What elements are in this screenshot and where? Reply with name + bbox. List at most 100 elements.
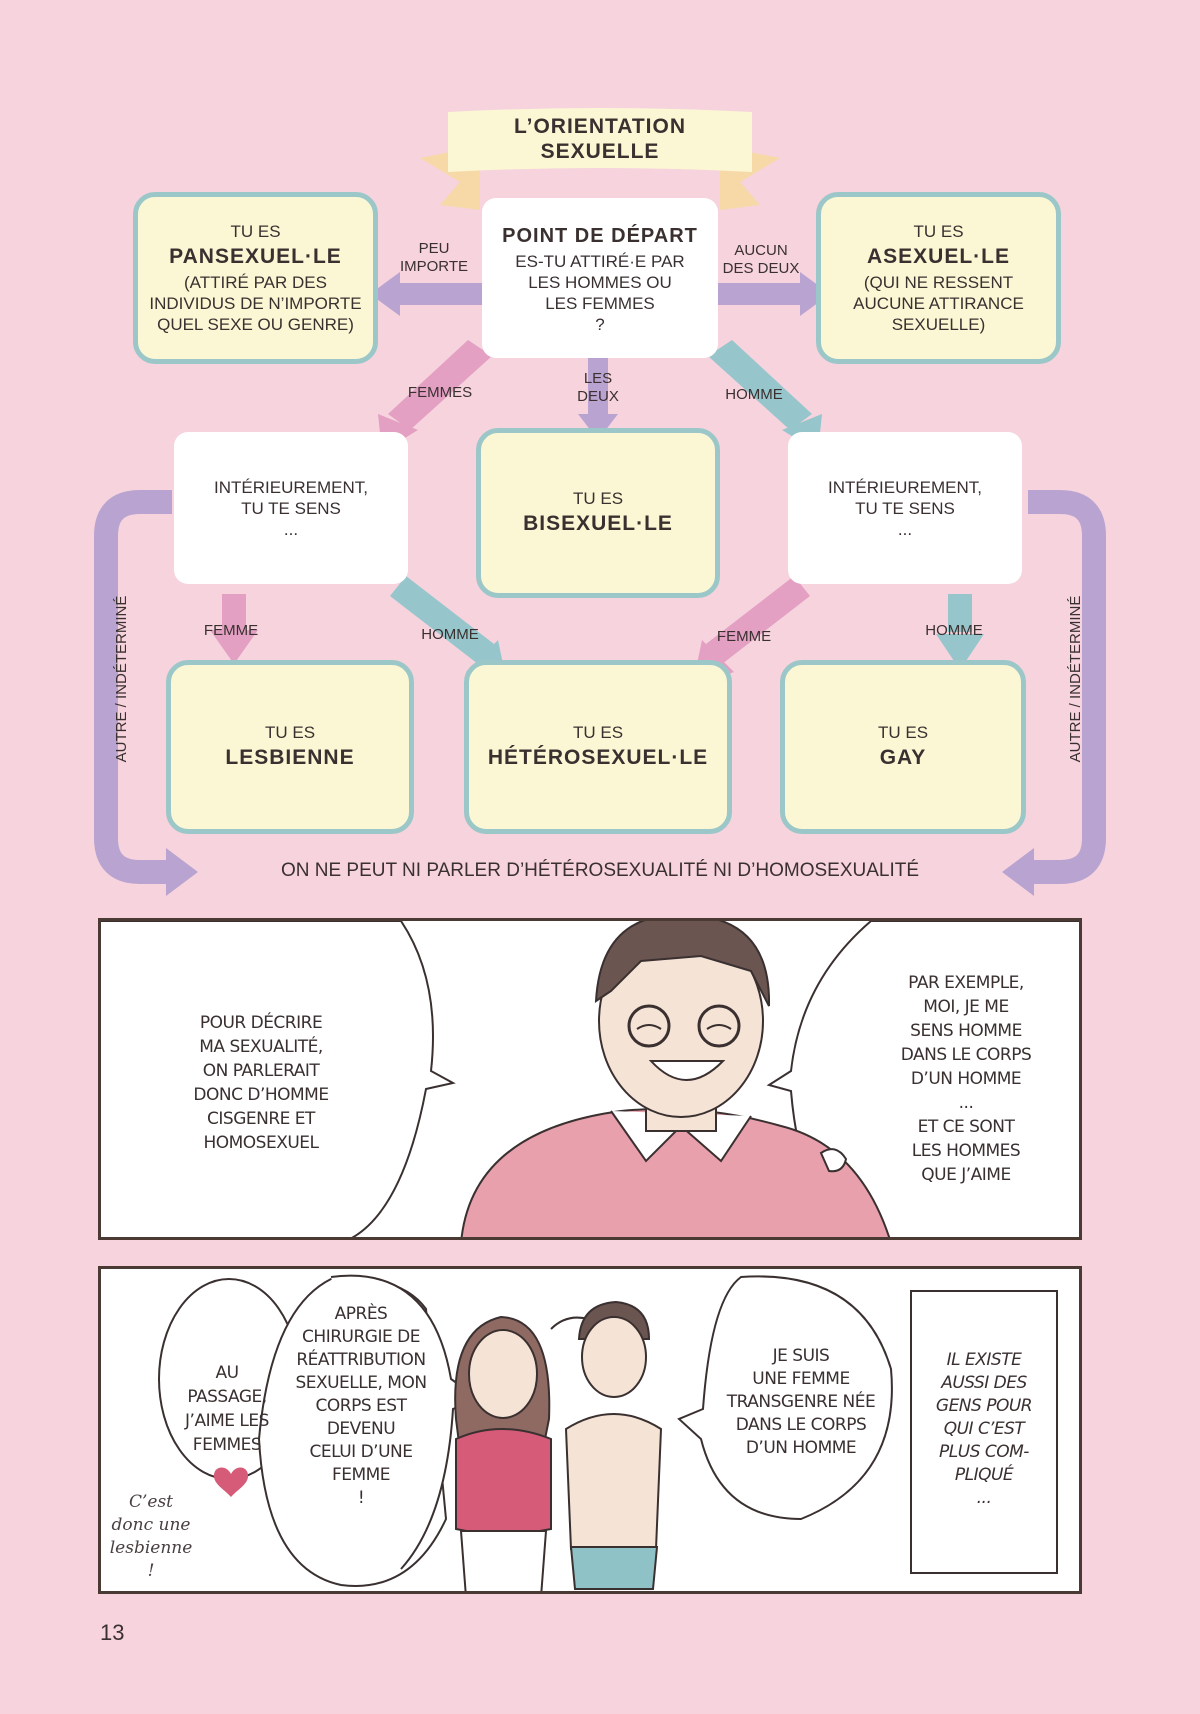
- panel1-art: [101, 921, 1079, 1237]
- arrow-autre-right: [1002, 490, 1106, 896]
- bubble-line: SEXUELLE, MON: [295, 1373, 427, 1393]
- label-line: DES DEUX: [722, 260, 800, 277]
- label-homme-left: HOMME: [421, 626, 479, 643]
- bubble-line: PAR EXEMPLE,: [908, 973, 1024, 993]
- arrow-homme-right: [936, 594, 984, 670]
- diagram-title: L’ORIENTATION SEXUELLE: [448, 114, 752, 164]
- lesbienne-box: TU ES LESBIENNE: [166, 660, 414, 834]
- label-femme-left: FEMME: [203, 622, 259, 639]
- comic-panel-1: POUR DÉCRIRE MA SEXUALITÉ, ON PARLERAIT …: [98, 918, 1082, 1240]
- bubble-line: AU: [215, 1363, 239, 1383]
- gay-box: TU ES GAY: [780, 660, 1026, 834]
- pansexuel-box: TU ES PANSEXUEL·LE (ATTIRÉ PAR DES INDIV…: [133, 192, 378, 364]
- box-name: LESBIENNE: [225, 745, 355, 769]
- arrow-femme-left: [210, 594, 258, 664]
- man-illustration: [460, 921, 891, 1237]
- bubble-line: TRANSGENRE NÉE: [726, 1392, 876, 1412]
- bubble-je-suis-text: JE SUIS UNE FEMME TRANSGENRE NÉE DANS LE…: [701, 1345, 901, 1460]
- bubble-apres-text: APRÈS CHIRURGIE DE RÉATTRIBUTION SEXUELL…: [276, 1303, 446, 1510]
- label-line: IMPORTE: [399, 258, 469, 275]
- bubble-au-passage-text: AU PASSAGE, J’AIME LES FEMMES: [167, 1361, 287, 1457]
- bisexuel-box: TU ES BISEXUEL·LE: [476, 428, 720, 598]
- interieur-line: TU TE SENS: [241, 498, 341, 518]
- box-pre: TU ES: [877, 722, 929, 742]
- aside-text: C’est donc une lesbienne !: [101, 1491, 201, 1583]
- heart-icon: [213, 1467, 249, 1497]
- bubble-line: D’UN HOMME: [745, 1438, 857, 1458]
- label-homme-right: HOMME: [925, 622, 983, 639]
- label-autre-left: AUTRE / INDÉTERMINÉ: [113, 595, 130, 763]
- box-name: HÉTÉROSEXUEL·LE: [487, 745, 709, 769]
- aside-line: donc une: [111, 1515, 191, 1535]
- caption-line: ...: [976, 1488, 992, 1508]
- start-question: ES-TU ATTIRÉ·E PAR LES HOMMES OU LES FEM…: [515, 251, 684, 335]
- bubble-line: JE SUIS: [772, 1346, 830, 1366]
- bubble-line: CELUI D’UNE: [309, 1442, 414, 1462]
- diagram-title-line: L’ORIENTATION: [513, 115, 687, 138]
- bubble-line: CHIRURGIE DE: [302, 1327, 420, 1347]
- bubble-line: !: [357, 1488, 365, 1508]
- question-line: ES-TU ATTIRÉ·E PAR: [515, 251, 685, 271]
- desc-line: QUEL SEXE OU GENRE): [157, 315, 354, 334]
- start-title: POINT DE DÉPART: [502, 224, 698, 247]
- bubble-line: CISGENRE ET: [207, 1109, 315, 1129]
- hetero-box: TU ES HÉTÉROSEXUEL·LE: [464, 660, 732, 834]
- title-banner: [420, 108, 780, 210]
- desc-line: AUCUNE ATTIRANCE: [853, 294, 1024, 313]
- panel2-art: [158, 1274, 1058, 1591]
- box-name: GAY: [879, 745, 927, 769]
- interieur-line: INTÉRIEUREMENT,: [214, 477, 368, 497]
- label-aucun: AUCUN DES DEUX: [716, 242, 806, 278]
- bubble-line: QUE J’AIME: [921, 1165, 1011, 1185]
- shirtless-man-illustration: [564, 1300, 663, 1590]
- bubble-line: D’UN HOMME: [910, 1069, 1022, 1089]
- caption-box: [910, 1290, 1058, 1574]
- question-line: LES HOMMES OU: [528, 272, 672, 292]
- bubble-line: CORPS EST: [315, 1396, 407, 1416]
- bubble-line: POUR DÉCRIRE: [199, 1013, 323, 1033]
- aside-line: !: [147, 1561, 155, 1581]
- label-line: LES: [583, 370, 613, 387]
- bubble-line: DEVENU: [326, 1419, 396, 1439]
- caption-line: AUSSI DES: [941, 1373, 1027, 1393]
- comic-panel-2: AU PASSAGE, J’AIME LES FEMMES APRÈS CHIR…: [98, 1266, 1082, 1594]
- desc-line: INDIVIDUS DE N’IMPORTE: [149, 294, 362, 313]
- interieur-line: ...: [897, 519, 913, 539]
- box-pre: TU ES: [264, 722, 316, 742]
- box-name: PANSEXUEL·LE: [169, 245, 342, 268]
- box-name: ASEXUEL·LE: [866, 245, 1010, 268]
- label-peu-importe: PEU IMPORTE: [392, 240, 476, 276]
- arrow-les-deux: [578, 358, 618, 440]
- aside-line: C’est: [128, 1492, 174, 1512]
- bubble-line: DANS LE CORPS: [735, 1415, 867, 1435]
- bubble-line: ET CE SONT: [917, 1117, 1015, 1137]
- interieur-line: INTÉRIEUREMENT,: [828, 477, 982, 497]
- desc-line: SEXUELLE): [891, 315, 986, 334]
- start-box: POINT DE DÉPART ES-TU ATTIRÉ·E PAR LES H…: [482, 198, 718, 358]
- bubble-line: LES HOMMES: [911, 1141, 1021, 1161]
- box-name: BISEXUEL·LE: [523, 511, 673, 535]
- bubble-line: ON PARLERAIT: [202, 1061, 320, 1081]
- caption-text: IL EXISTE AUSSI DES GENS POUR QUI C’EST …: [913, 1349, 1055, 1510]
- bubble-line: DANS LE CORPS: [900, 1045, 1032, 1065]
- caption-line: PLIQUÉ: [954, 1465, 1014, 1485]
- bubble-line: J’AIME LES: [185, 1411, 269, 1431]
- caption-line: PLUS COM-: [939, 1442, 1029, 1462]
- bubble-line: MA SEXUALITÉ,: [199, 1037, 323, 1057]
- label-les-deux: LES DEUX: [568, 370, 628, 406]
- page-number: 13: [100, 1620, 125, 1645]
- question-line: LES FEMMES: [545, 293, 655, 313]
- bubble-line: APRÈS: [334, 1304, 388, 1324]
- arrow-autre-left: [94, 490, 198, 896]
- label-homme-top: HOMME: [725, 386, 783, 403]
- bubble-line: DONC D’HOMME: [193, 1085, 329, 1105]
- diagram-graphics: [94, 108, 1106, 896]
- bubble-line: ...: [958, 1093, 974, 1113]
- bubble-line: RÉATTRIBUTION: [296, 1350, 426, 1370]
- bottom-statement: ON NE PEUT NI PARLER D’HÉTÉROSEXUALITÉ N…: [280, 860, 920, 881]
- desc-line: (ATTIRÉ PAR DES: [184, 273, 327, 292]
- desc-line: (QUI NE RESSENT: [863, 273, 1014, 292]
- interieur-line: ...: [283, 519, 299, 539]
- woman-illustration: [454, 1315, 552, 1591]
- box-pre: TU ES: [572, 488, 624, 508]
